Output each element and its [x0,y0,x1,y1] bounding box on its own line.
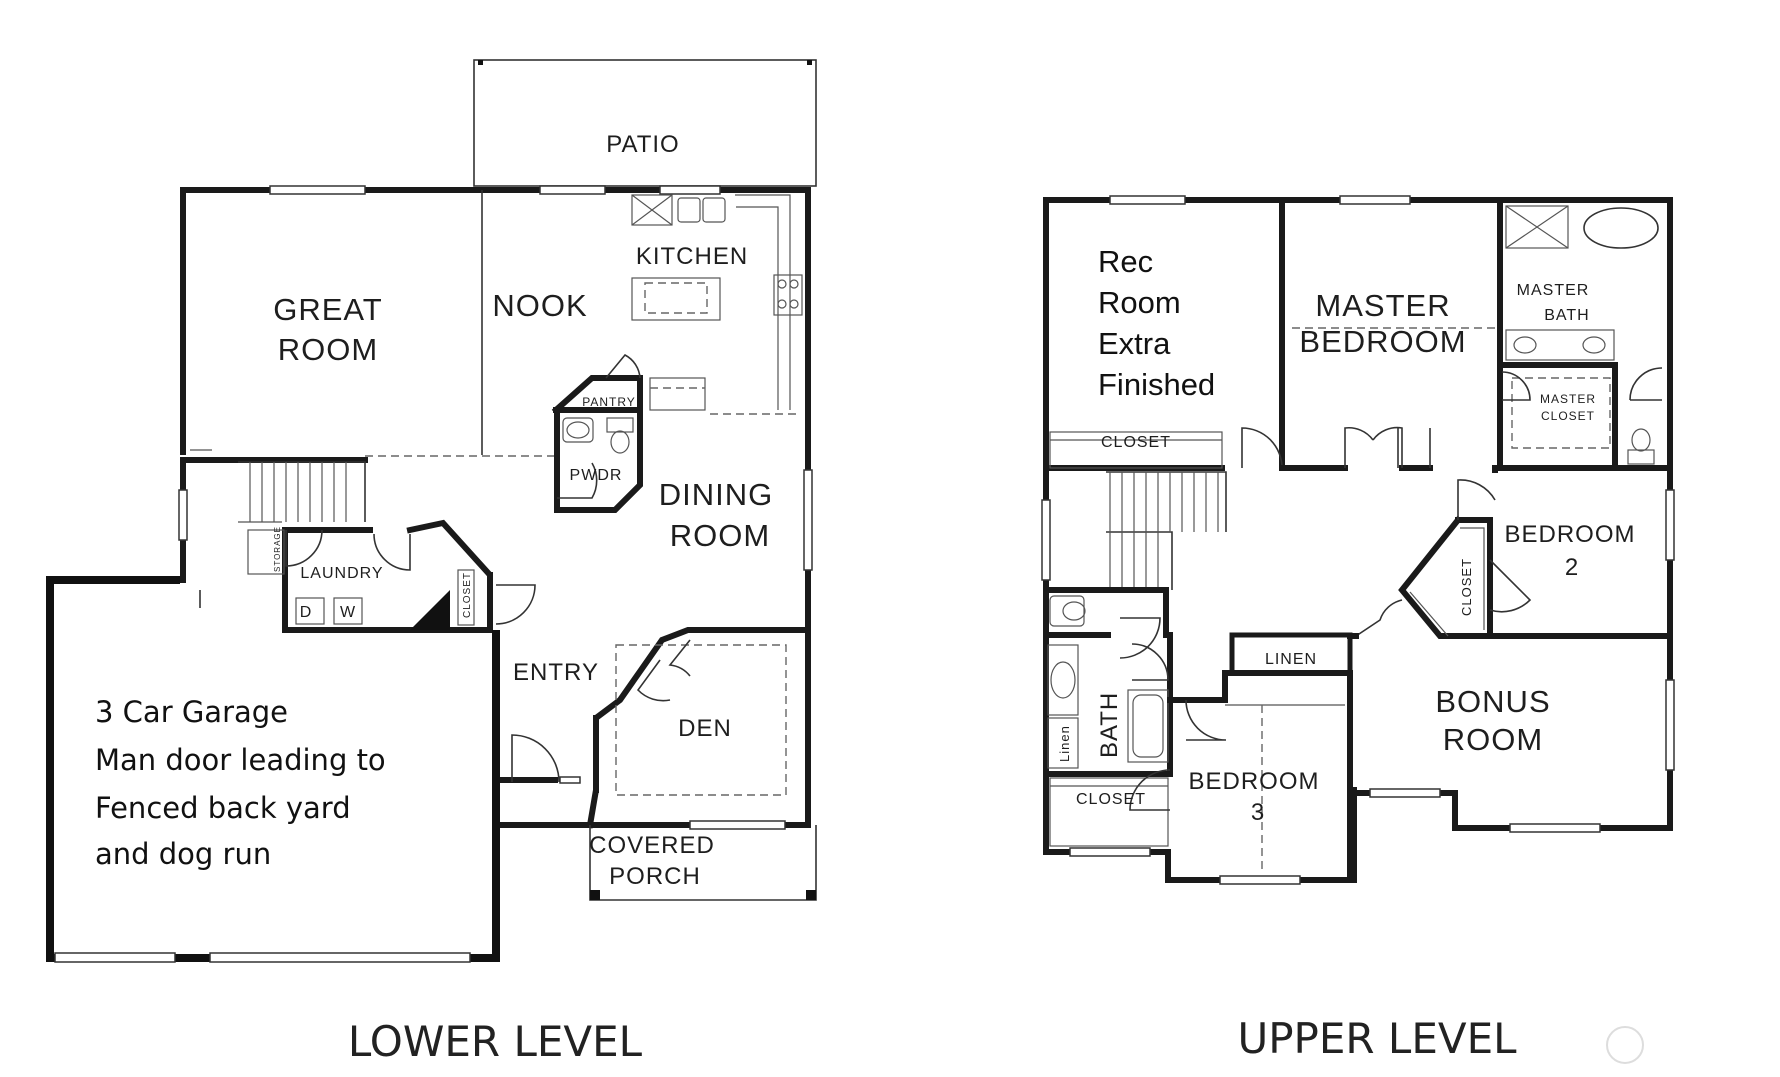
great-room-label-1: GREAT [273,292,383,327]
rec-closet-label: CLOSET [1101,434,1171,451]
dining-label-1: DINING [659,477,774,512]
garage [46,576,500,963]
garage-note-line-1: 3 Car Garage [95,695,288,729]
bedroom-2-label-2: 2 [1565,554,1579,581]
laundry-label: LAUNDRY [300,565,383,582]
rec-room-line-4: Finished [1098,367,1215,402]
pwdr-label: PWDR [570,467,623,484]
master-bedroom-label-2: BEDROOM [1299,324,1466,359]
den-label: DEN [678,715,732,742]
bedroom-3-closet-label: CLOSET [1076,791,1146,808]
garage-note-line-4: and dog run [95,837,271,871]
porch-label-1: COVERED [589,832,715,859]
great-room-label-2: ROOM [278,332,378,367]
patio-label: PATIO [606,131,679,158]
bedroom-2-closet-label: CLOSET [1459,558,1474,616]
laundry-washer-label: W [340,604,356,621]
rec-room-line-3: Extra [1098,326,1171,361]
garage-note-line-3: Fenced back yard [95,791,351,825]
dining-label-2: ROOM [670,518,770,553]
watermark-icon [1606,1026,1644,1064]
lower-stairs [238,461,366,523]
lower-level-plan [46,59,817,963]
bonus-room-label-2: ROOM [1443,722,1543,757]
rec-room-line-2: Room [1098,285,1181,320]
upper-stairs [1106,471,1227,590]
bath-linen-label: Linen [1057,725,1072,762]
upper-level-title: UPPER LEVEL [1237,1014,1517,1063]
bedroom-3-label-1: BEDROOM [1188,768,1319,795]
bath-label: BATH [1096,692,1123,758]
pantry-label: PANTRY [582,395,636,409]
entry-label: ENTRY [513,659,599,686]
master-bedroom-label-1: MASTER [1315,288,1450,323]
rec-room-line-1: Rec [1098,244,1153,279]
patio-outline [473,59,817,187]
master-bath-label-1: MASTER [1517,282,1590,299]
master-bath-label-2: BATH [1544,307,1589,324]
nook-label: NOOK [492,288,587,323]
master-closet-label-2: CLOSET [1541,409,1595,423]
bonus-room-label-1: BONUS [1435,684,1550,719]
laundry-dryer-label: D [300,604,313,621]
upper-level-plan [1041,195,1675,885]
linen-label: LINEN [1265,651,1317,668]
closet-label: CLOSET [462,572,473,618]
storage-label: STORAGE [273,526,282,572]
master-closet-label-1: MASTER [1540,392,1596,406]
bedroom-2-label-1: BEDROOM [1504,521,1635,548]
kitchen-label: KITCHEN [636,243,748,270]
porch-label-2: PORCH [609,863,701,890]
garage-note-line-2: Man door leading to [95,743,386,777]
lower-level-title: LOWER LEVEL [348,1017,643,1066]
bedroom-3-label-2: 3 [1251,799,1265,826]
